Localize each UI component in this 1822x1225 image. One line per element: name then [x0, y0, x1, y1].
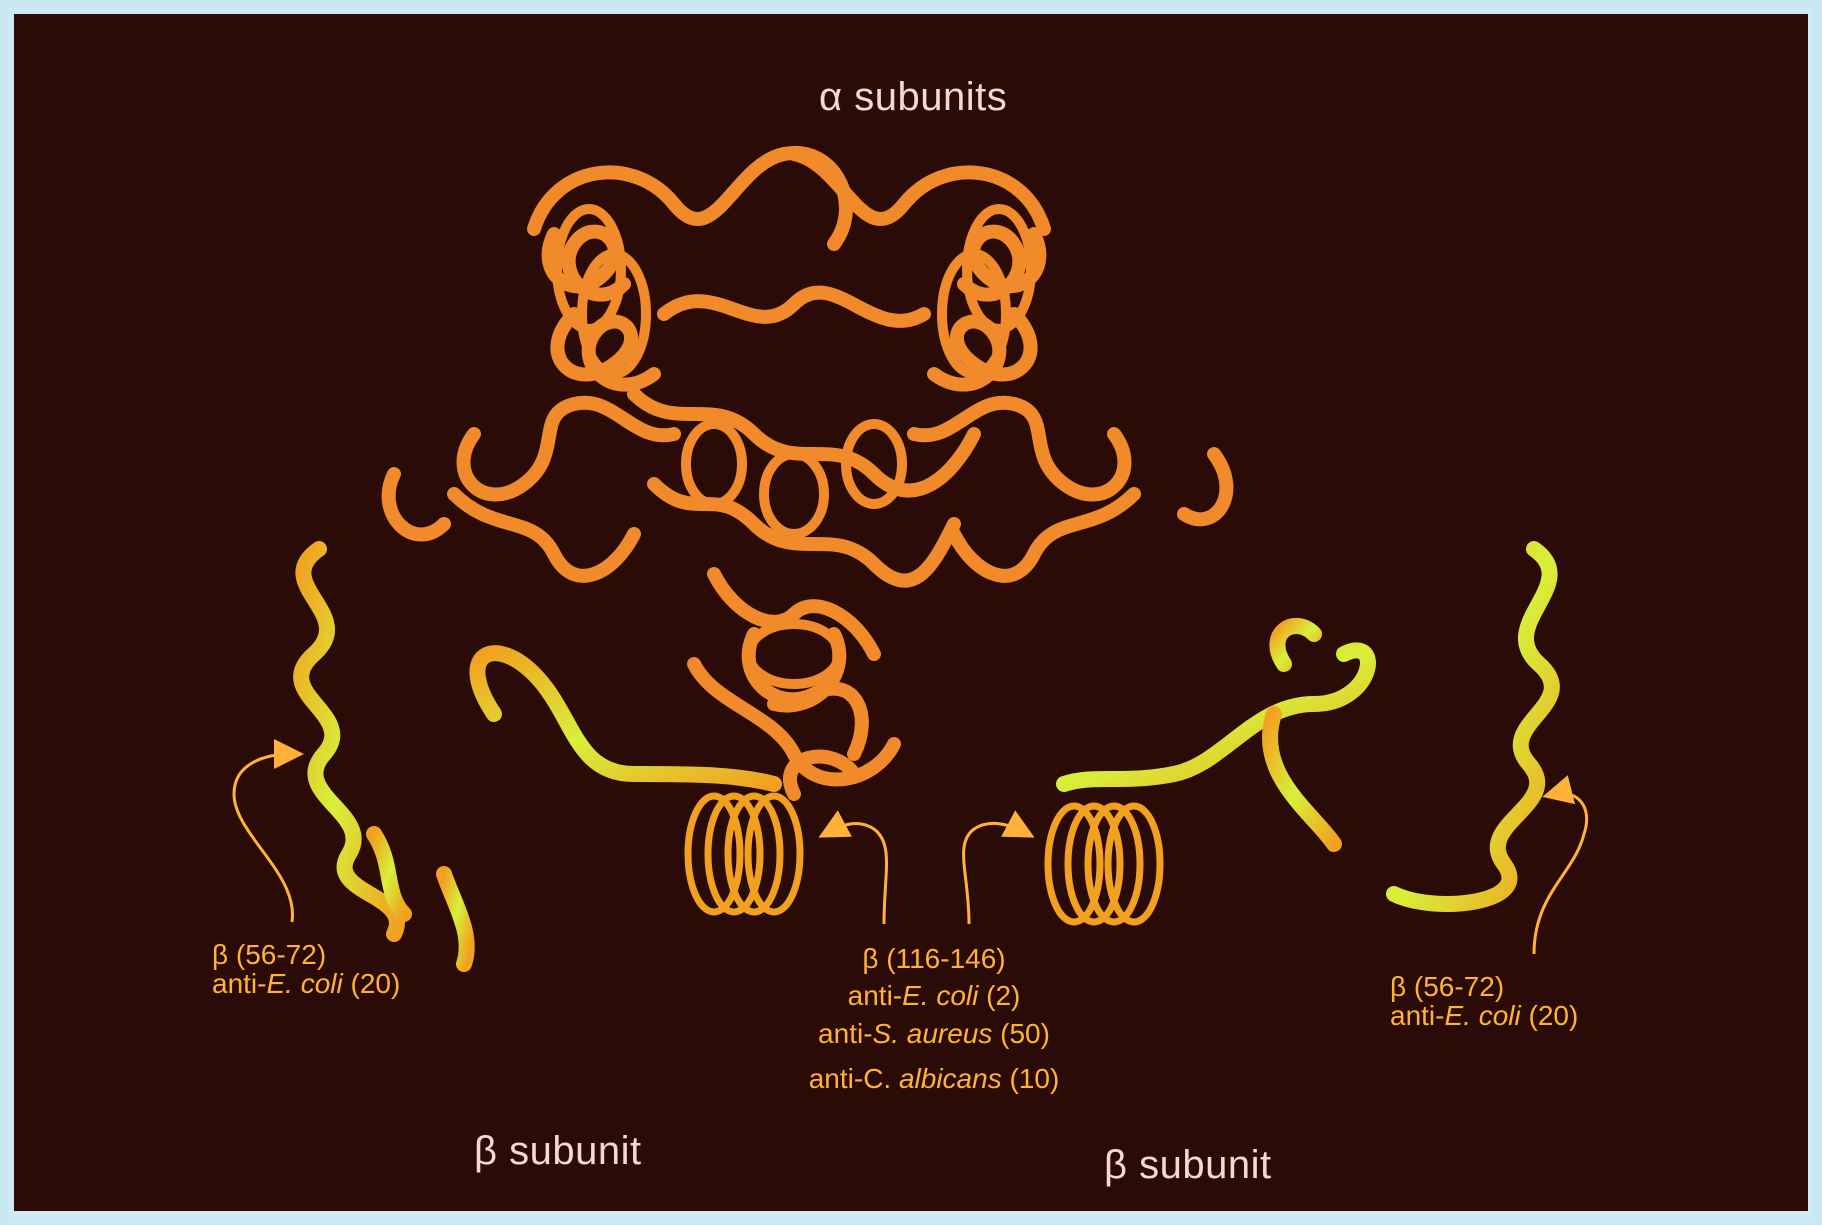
annotation-right-antibody: anti-E. coli (20) [1390, 1001, 1578, 1030]
annotation-left: β (56-72) anti-E. coli (20) [212, 940, 400, 999]
curved-arrow-icon [1534, 793, 1587, 954]
curved-arrow-icon [829, 823, 887, 924]
annotation-left-range: β (56-72) [212, 940, 400, 969]
beta-helix-left [688, 796, 800, 912]
annotation-right: β (56-72) anti-E. coli (20) [1390, 972, 1578, 1031]
curved-arrow-icon [234, 754, 293, 922]
protein-structure-figure: α subunits β subunit β subunit β (56-72)… [14, 14, 1808, 1211]
curved-arrow-icon [964, 823, 1024, 924]
alpha-subunits-label: α subunits [819, 76, 1007, 118]
alpha-subunits-ribbon [389, 153, 1227, 794]
annotation-left-antibody: anti-E. coli (20) [212, 969, 400, 998]
annotation-center-ecoli: anti-E. coli (2) [754, 981, 1114, 1010]
beta-helix-right [1048, 806, 1160, 922]
annotation-center-saureus: anti-S. aureus (50) [754, 1019, 1114, 1048]
figure-frame: α subunits β subunit β subunit β (56-72)… [8, 8, 1814, 1217]
beta-subunit-right-label: β subunit [1104, 1144, 1272, 1186]
annotation-center-range: β (116-146) [754, 944, 1114, 973]
annotation-right-range: β (56-72) [1390, 972, 1578, 1001]
annotation-center: β (116-146) anti-E. coli (2) anti-S. aur… [754, 944, 1114, 1094]
beta-subunit-left-label: β subunit [474, 1130, 642, 1172]
annotation-center-calbicans: anti-C. albicans (10) [754, 1064, 1114, 1093]
